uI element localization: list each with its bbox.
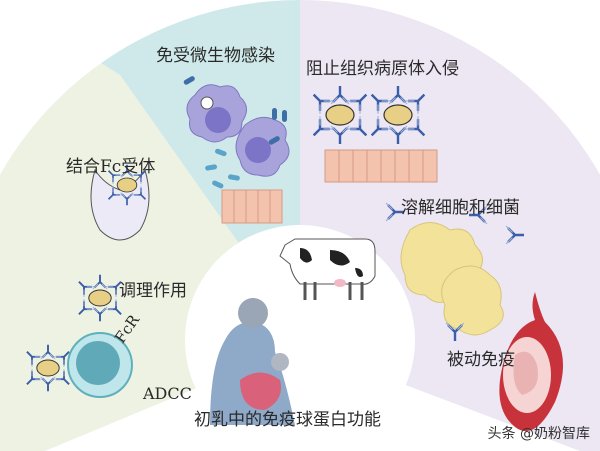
lysed-cells-icon <box>384 201 526 343</box>
label-fc-receptor-binding: 结合Fc受体 <box>66 157 156 177</box>
diagram-title: 初乳中的免疫球蛋白功能 <box>194 410 381 430</box>
label-lysis: 溶解细胞和细菌 <box>401 198 520 218</box>
mother-breastfeeding-icon <box>210 298 295 425</box>
label-block-invasion: 阻止组织病原体入侵 <box>306 59 459 79</box>
label-passive-immunity: 被动免疫 <box>447 350 515 370</box>
cow-icon <box>279 238 376 300</box>
adcc-icon <box>22 275 133 398</box>
macrophage-icon <box>186 84 290 177</box>
bacteria-icon <box>183 76 287 189</box>
label-opsonization: 调理作用 <box>119 281 187 301</box>
phagocyte-icon <box>90 165 150 241</box>
fetus-in-womb-icon <box>499 292 563 432</box>
label-adcc: ADCC <box>143 384 192 403</box>
label-microbe-protection: 免受微生物感染 <box>156 46 275 66</box>
watermark: 头条 @奶粉智库 <box>487 426 590 442</box>
epithelium-small-icon <box>221 189 283 224</box>
epithelium-large-icon <box>324 149 438 183</box>
